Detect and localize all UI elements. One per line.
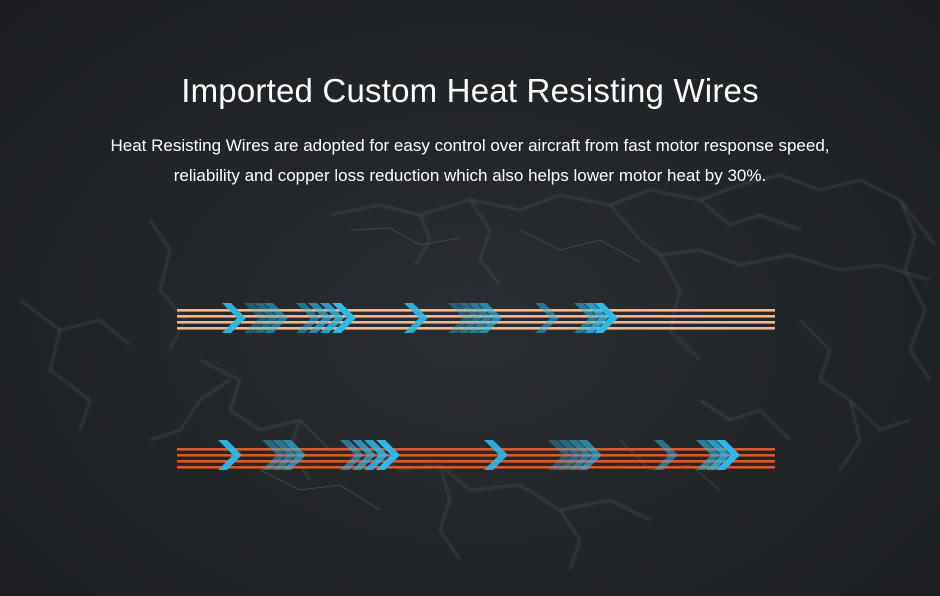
light-copper-wire bbox=[177, 303, 775, 333]
description-line-1: Heat Resisting Wires are adopted for eas… bbox=[110, 136, 830, 155]
wire-strand bbox=[177, 448, 775, 451]
page-title: Imported Custom Heat Resisting Wires bbox=[181, 72, 759, 109]
description-line-2: reliability and copper loss reduction wh… bbox=[173, 166, 767, 185]
wire-strand bbox=[177, 454, 775, 457]
wire-strand bbox=[177, 466, 775, 469]
wire-strand bbox=[177, 460, 775, 463]
description: Heat Resisting Wires are adopted for eas… bbox=[40, 131, 900, 191]
dark-copper-wire bbox=[177, 440, 775, 470]
